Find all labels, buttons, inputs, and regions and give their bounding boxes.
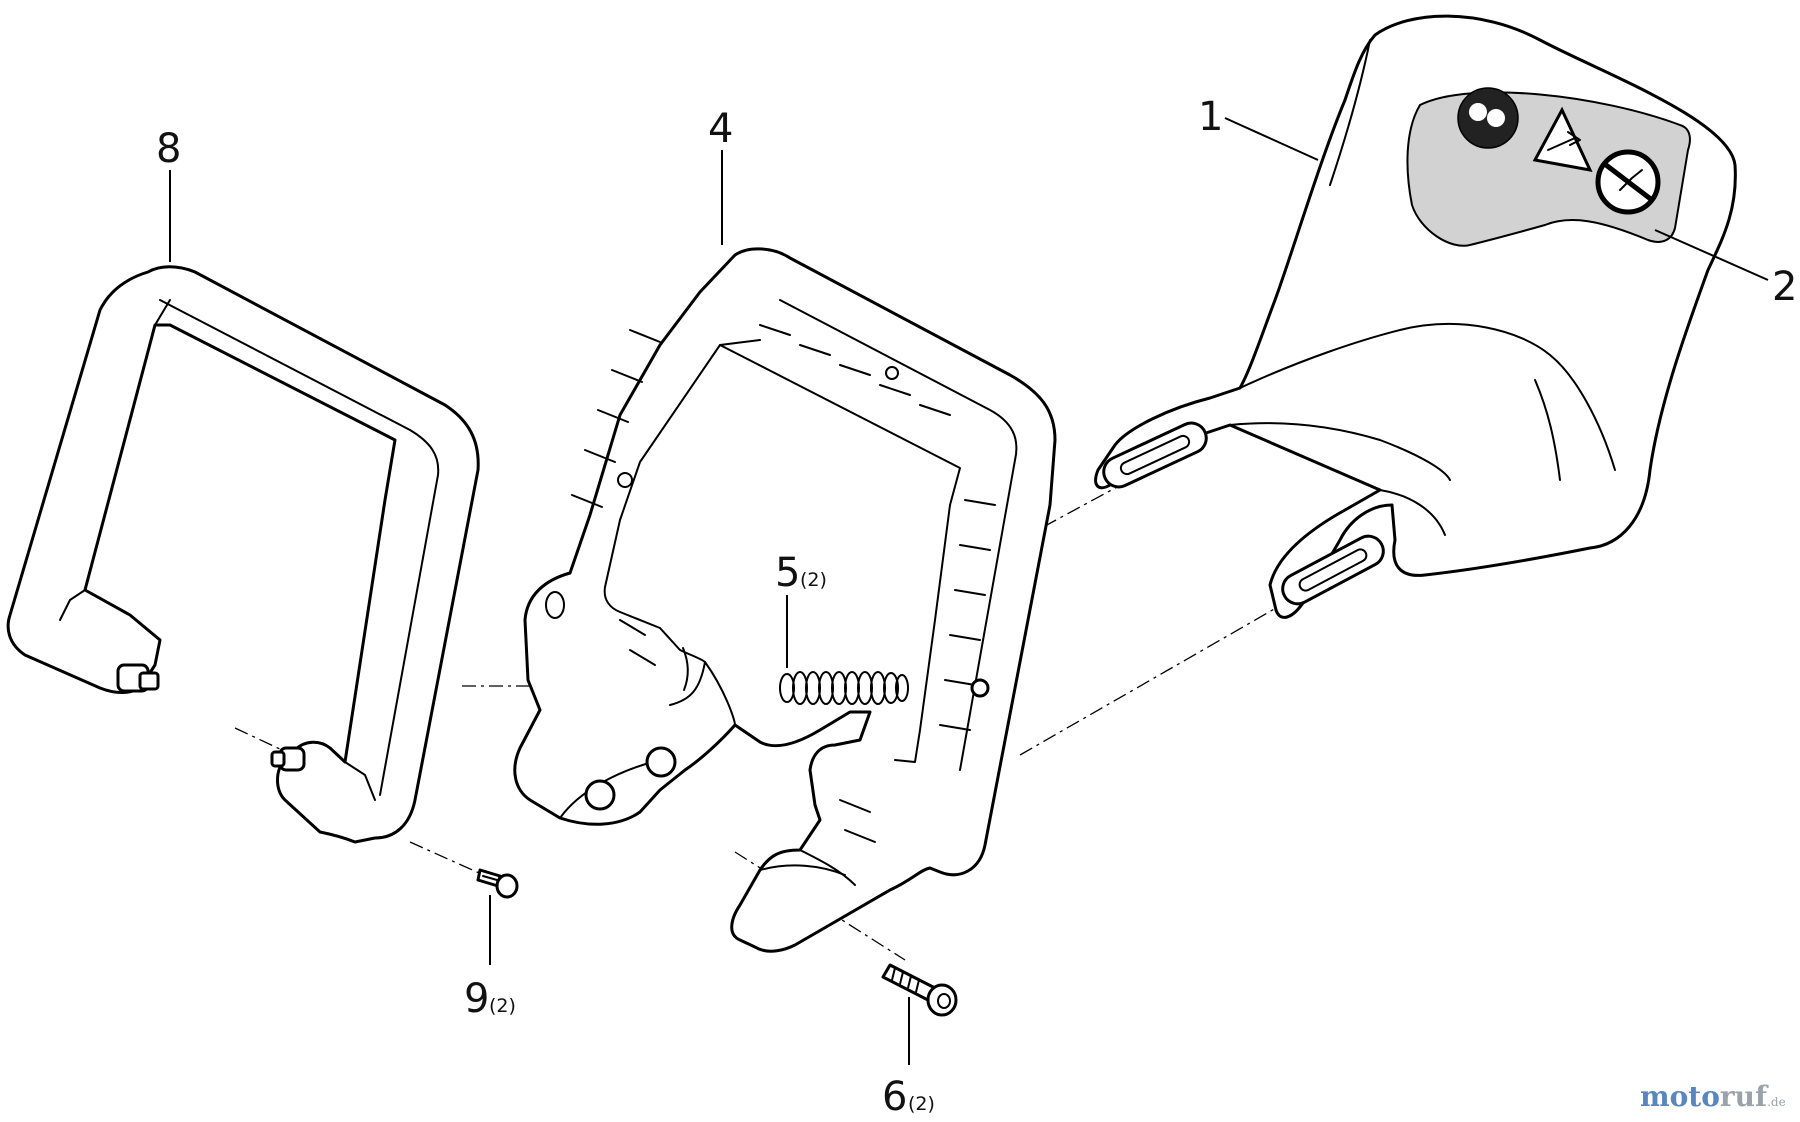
svg-text:8: 8 [156, 126, 181, 172]
svg-text:motoruf.de: motoruf.de [1640, 1080, 1786, 1113]
callout-5: 5 (2) [775, 550, 827, 596]
svg-text:1: 1 [1198, 94, 1223, 140]
spring-icon [779, 671, 909, 705]
callout-6: 6 (2) [882, 1074, 935, 1120]
callout-8: 8 [156, 126, 181, 172]
callout-2: 2 [1772, 264, 1797, 310]
svg-text:(2): (2) [908, 1093, 935, 1115]
callout-4: 4 [708, 106, 733, 152]
leader-lines [169, 117, 1769, 1065]
svg-text:9: 9 [464, 976, 489, 1022]
handle-bracket-icon [513, 247, 1057, 953]
warning-decal-icon [1406, 87, 1691, 247]
svg-text:(2): (2) [489, 995, 516, 1017]
screw-9-icon [476, 868, 519, 899]
svg-text:2: 2 [1772, 264, 1797, 310]
callout-9: 9 (2) [464, 976, 516, 1022]
svg-text:5: 5 [775, 550, 800, 596]
svg-text:(2): (2) [800, 569, 827, 591]
watermark-logo: motoruf.de [1640, 1080, 1786, 1113]
callout-1: 1 [1198, 94, 1223, 140]
svg-text:6: 6 [882, 1074, 907, 1120]
svg-text:4: 4 [708, 106, 733, 152]
hand-guard-shield-icon [1094, 14, 1737, 619]
front-handle-icon [6, 265, 480, 844]
screw-6-icon [881, 963, 958, 1017]
